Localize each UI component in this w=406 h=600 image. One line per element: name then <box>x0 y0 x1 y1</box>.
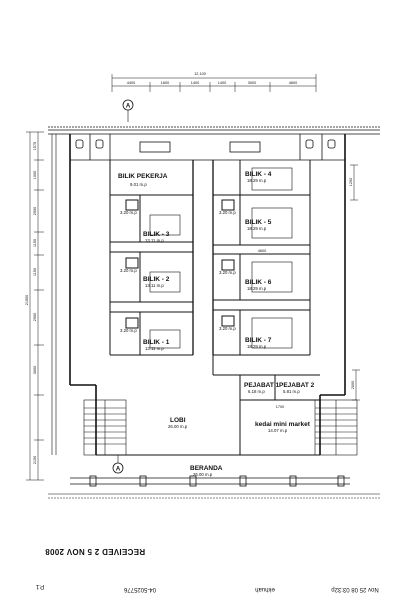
dim-shop: 1700 <box>276 405 284 409</box>
fax-footer-number: 04-5025776 <box>123 586 156 592</box>
dim-top-seg-6: 4600 <box>289 81 297 85</box>
dim-right-2: 2000 <box>351 381 355 389</box>
bath-area-left-1: 3.20 m.p <box>120 328 137 333</box>
room-bilik-4-name: BILIK - 4 <box>245 171 272 178</box>
dim-left-total: 21500 <box>25 295 29 306</box>
fax-footer-sender: ekhuah <box>255 586 275 592</box>
right-room-walls <box>213 160 311 356</box>
roof-eave-top <box>48 126 380 135</box>
fax-footer-date: Nov 25 08 03:32p <box>331 586 379 592</box>
top-dimension-lines <box>111 74 317 92</box>
bath-area-right-7: 3.20 m.p <box>219 326 236 331</box>
bath-area-right-5: 3.20 m.p <box>219 210 236 215</box>
room-bilik-7-name: BILIK - 7 <box>245 337 272 344</box>
left-dimension-lines <box>26 131 44 481</box>
bath-area-left-3: 3.20 m.p <box>120 210 137 215</box>
room-bilik-2-name: BILIK - 2 <box>143 276 170 283</box>
room-bilik-3-name: BILIK - 3 <box>143 231 170 238</box>
room-lobi-name: LOBI <box>170 417 186 424</box>
room-lobi-area: 26.00 m.p <box>168 424 188 429</box>
dim-left-2: 1000 <box>33 171 37 179</box>
bath-area-left-2: 3.20 m.p <box>120 268 137 273</box>
room-bilik-5-area: 18.29 m.p <box>247 226 267 231</box>
bath-area-right-6: 3.20 m.p <box>219 270 236 275</box>
room-bilik-pekerja-name: BILIK PEKERJA <box>118 173 168 180</box>
dim-top-seg-1: 4400 <box>127 81 135 85</box>
room-bilik-3-area: 13.11 m.p <box>145 238 164 243</box>
lower-walls <box>96 355 320 456</box>
grid-marker-top-label: A <box>126 104 131 110</box>
dim-left-7: 3000 <box>33 366 37 374</box>
room-bilik-5-name: BILIK - 5 <box>245 219 272 226</box>
dim-top-seg-5: 3000 <box>248 81 256 85</box>
veranda-railing <box>70 475 350 487</box>
dim-left-1: 1575 <box>33 142 37 150</box>
room-kedai-name: kedai mini market <box>255 421 311 428</box>
room-bilik-4-area: 18.29 m.p <box>247 178 267 183</box>
room-pejabat-1-area: 6.18 m.p <box>248 389 265 394</box>
dim-left-3: 2900 <box>33 207 37 215</box>
roof-eave-bottom <box>48 493 380 499</box>
dim-top-seg-2: 1600 <box>161 81 169 85</box>
corridor-walls <box>192 160 214 355</box>
received-stamp: RECEIVED 2 5 NOV 2008 <box>45 547 145 556</box>
room-bilik-1-area: 13.11 m.p <box>145 346 164 351</box>
staircase-left <box>83 399 127 456</box>
fax-footer-page: P.1 <box>35 583 44 589</box>
staircase-right <box>314 399 358 456</box>
dim-left-8: 2150 <box>33 456 37 464</box>
room-bilik-pekerja-area: 9.01 m.p <box>130 182 147 187</box>
dim-overall-top: 12,100 <box>194 72 206 76</box>
dim-left-5: 1150 <box>33 268 37 276</box>
room-bilik-6-name: BILIK - 6 <box>245 279 272 286</box>
left-room-walls <box>109 160 193 356</box>
grid-marker-bottom: A <box>112 455 124 474</box>
dim-top-seg-4: 1400 <box>218 81 226 85</box>
room-beranda-area: 26.00 m.p <box>193 472 213 477</box>
room-bilik-2-area: 13.11 m.p <box>145 283 164 288</box>
grid-marker-bottom-label: A <box>116 467 121 473</box>
room-pejabat-2-area: 5.81 m.p <box>283 389 300 394</box>
dim-right-1: 1200 <box>349 178 353 186</box>
outer-walls <box>69 134 346 455</box>
roof-eave-left <box>51 134 57 455</box>
room-beranda-name: BERANDA <box>190 465 223 472</box>
room-pejabat-2-name: PEJABAT 2 <box>279 382 315 389</box>
dim-inner: 4600 <box>258 249 266 253</box>
room-pejabat-1-name: PEJABAT 1 <box>244 382 280 389</box>
right-dimension-lines <box>350 164 360 401</box>
dim-left-6: 2900 <box>33 313 37 321</box>
top-toilet-strip <box>70 134 345 161</box>
room-bilik-6-area: 18.29 m.p <box>247 286 267 291</box>
dim-top-seg-3: 1400 <box>191 81 199 85</box>
grid-marker-top: A <box>122 99 134 122</box>
room-bilik-7-area: 18.29 m.p <box>247 344 267 349</box>
dim-left-4: 1150 <box>33 239 37 247</box>
room-bilik-1-name: BILIK - 1 <box>143 339 170 346</box>
room-kedai-area: 14.07 m.p <box>268 428 288 433</box>
